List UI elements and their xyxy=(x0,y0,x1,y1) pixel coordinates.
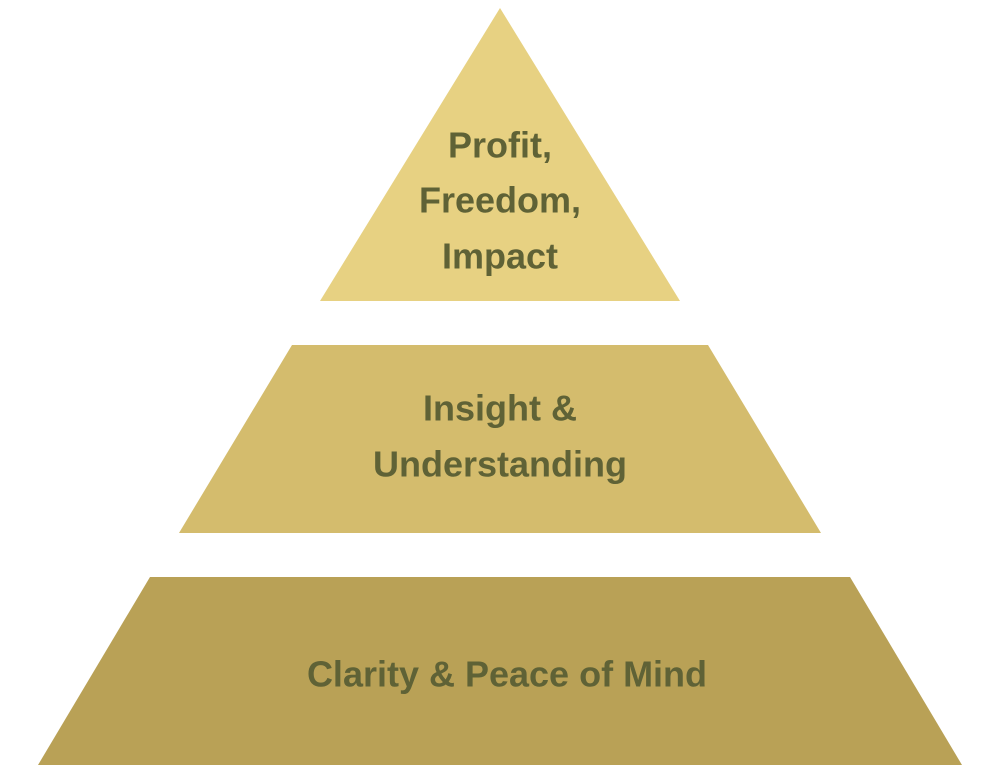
tier-top-shape xyxy=(320,8,680,301)
tier-bottom-line-1: Clarity & Peace of Mind xyxy=(307,654,707,695)
tier-top-line-3: Impact xyxy=(442,236,558,277)
tier-top-line-1: Profit, xyxy=(448,125,552,166)
pyramid-tier-top: Profit, Freedom, Impact xyxy=(320,8,680,301)
pyramid-tier-middle: Insight & Understanding xyxy=(179,345,821,533)
tier-bottom-shape xyxy=(38,577,962,765)
tier-middle-line-1: Insight & xyxy=(423,388,577,429)
tier-top-line-2: Freedom, xyxy=(419,180,581,221)
tier-middle-shape xyxy=(179,345,821,533)
tier-middle-line-2: Understanding xyxy=(373,444,627,485)
pyramid-tier-bottom: Clarity & Peace of Mind xyxy=(38,577,962,765)
